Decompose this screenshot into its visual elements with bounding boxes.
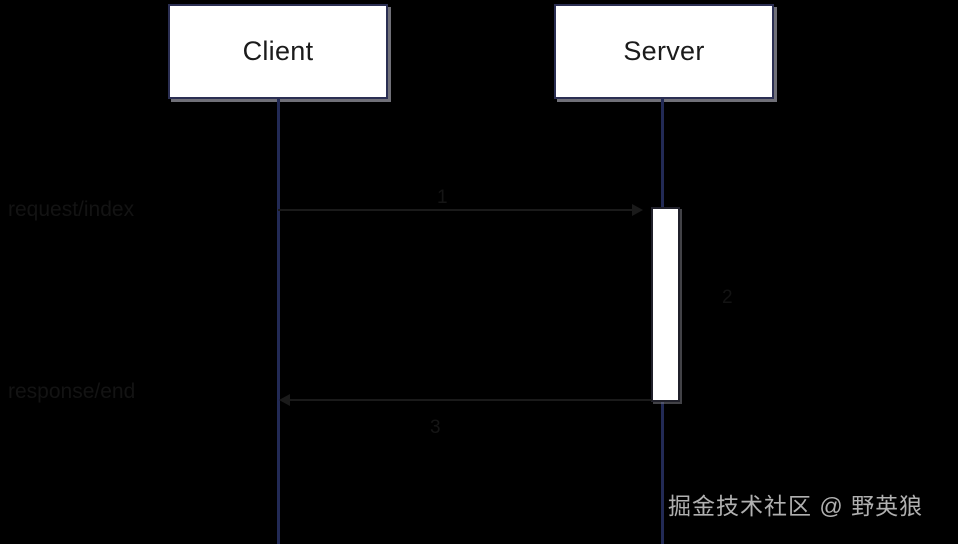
message-label-1: 1 bbox=[437, 187, 448, 208]
step-label-request: request/index bbox=[8, 198, 135, 221]
side-note-processing: 2 bbox=[722, 287, 733, 308]
message-line-2[interactable] bbox=[290, 399, 652, 401]
participant-label-server: Server bbox=[623, 36, 705, 66]
activation-bar-server[interactable] bbox=[651, 207, 680, 402]
message-line-1[interactable] bbox=[278, 209, 636, 211]
message-arrowhead-1 bbox=[632, 204, 643, 216]
message-arrowhead-2 bbox=[279, 394, 290, 406]
participant-box-server[interactable]: Server bbox=[554, 4, 774, 99]
message-label-2: 3 bbox=[430, 417, 441, 438]
watermark-text: 掘金技术社区 @ 野英狼 bbox=[668, 493, 924, 519]
step-label-response: response/end bbox=[8, 380, 136, 403]
participant-box-client[interactable]: Client bbox=[168, 4, 388, 99]
participant-label-client: Client bbox=[242, 36, 314, 66]
lifeline-client bbox=[277, 99, 280, 544]
